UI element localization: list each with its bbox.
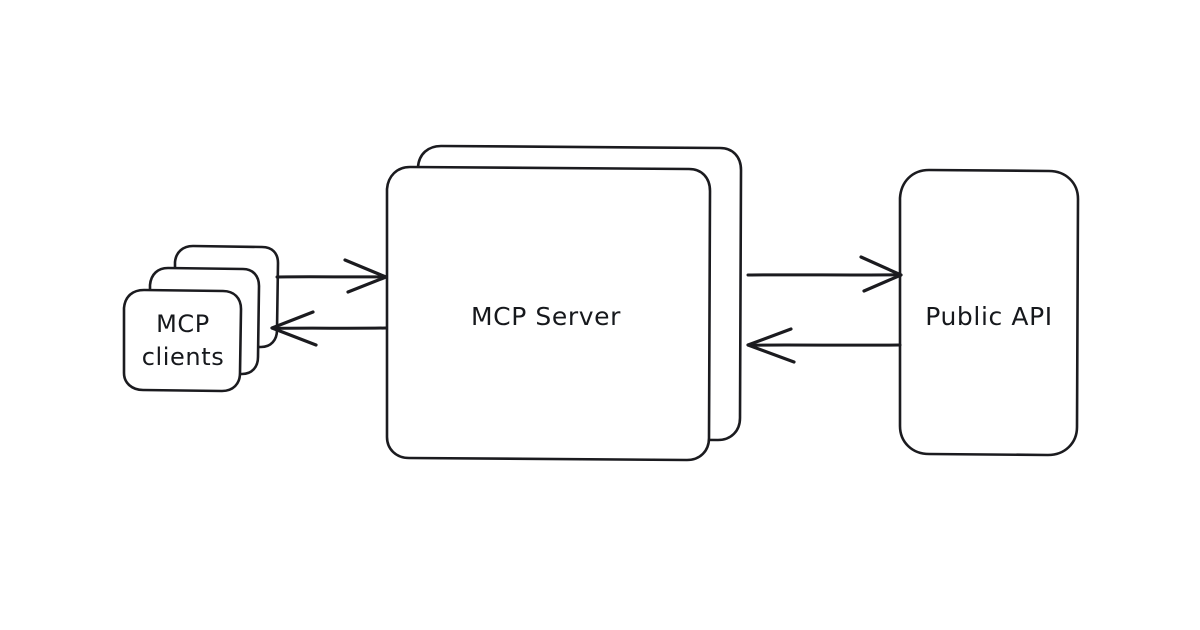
node-public-api[interactable]: Public API bbox=[898, 168, 1080, 457]
edge-api-to-server-arrowhead bbox=[746, 327, 796, 364]
mcp-server-box-front bbox=[385, 165, 712, 462]
mcp-clients-box-front bbox=[122, 288, 243, 393]
edge-server-to-api-arrowhead bbox=[859, 255, 903, 293]
edge-server-to-api[interactable] bbox=[745, 255, 904, 293]
edge-server-to-api-hit[interactable] bbox=[745, 259, 904, 291]
edge-server-to-clients-hit[interactable] bbox=[270, 313, 390, 345]
mcp-clients-hit-area[interactable] bbox=[124, 246, 280, 392]
edge-clients-to-server-arrowhead bbox=[343, 258, 388, 294]
edge-api-to-server[interactable] bbox=[745, 327, 903, 364]
public-api-label: Public API bbox=[925, 302, 1052, 331]
mcp-server-label: MCP Server bbox=[471, 302, 621, 331]
node-mcp-server[interactable]: MCP Server bbox=[385, 144, 743, 462]
edge-server-to-clients-arrowhead bbox=[270, 310, 318, 347]
mcp-clients-label-line2: clients bbox=[142, 343, 225, 371]
edge-api-to-server-hit[interactable] bbox=[745, 330, 903, 362]
public-api-box bbox=[898, 168, 1080, 457]
edge-clients-to-server[interactable] bbox=[275, 258, 389, 294]
public-api-hit-area[interactable] bbox=[900, 170, 1080, 457]
edge-clients-to-server-hit[interactable] bbox=[275, 262, 389, 294]
edge-server-to-clients[interactable] bbox=[270, 310, 390, 347]
mcp-clients-label-line1: MCP bbox=[156, 310, 210, 338]
mcp-server-hit-area[interactable] bbox=[387, 146, 743, 462]
node-mcp-clients[interactable]: MCP clients bbox=[122, 244, 280, 393]
